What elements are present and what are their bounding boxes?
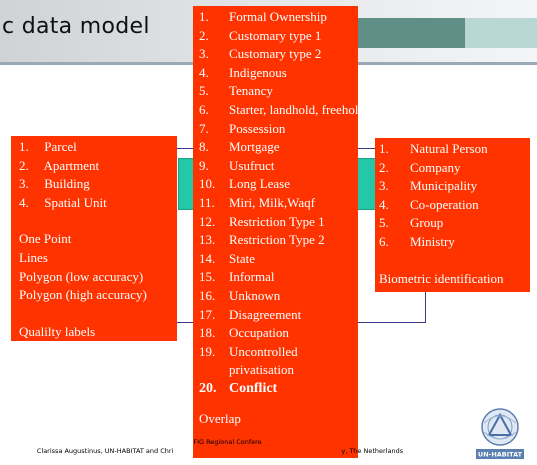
connector-left-bottom <box>176 322 196 323</box>
list-item: 2.Customary type 1 <box>199 27 322 43</box>
un-habitat-logo: UN-HABITAT <box>475 405 525 460</box>
geometry-item: Polygon (low accuracy) <box>19 268 144 284</box>
footer: FIG Regional Confere Clarissa Augustinus… <box>0 438 440 456</box>
list-item: 4. Spatial Unit <box>19 194 107 210</box>
list-item: 5.Tenancy <box>199 83 273 99</box>
list-item: 20.Conflict <box>199 380 278 396</box>
list-item: 17.Disagreement <box>199 306 302 322</box>
connector-right-top <box>358 148 376 149</box>
list-item: 3.Customary type 2 <box>199 46 322 62</box>
list-item: 6.Ministry <box>379 233 455 249</box>
list-item: 6.Starter, landhold, freehold <box>199 101 365 117</box>
list-item: 16.Unknown <box>199 287 281 303</box>
list-item: 9.Usufruct <box>199 157 275 173</box>
connector-right-bottom <box>358 322 426 323</box>
list-item: 18.Occupation <box>199 325 289 341</box>
connector-right-vertical <box>425 290 426 323</box>
list-item: 7.Possession <box>199 120 286 136</box>
list-item: 11.Miri, Milk,Waqf <box>199 194 315 210</box>
list-item: 13.Restriction Type 2 <box>199 232 325 248</box>
list-item: 4.Co-operation <box>379 196 479 212</box>
header-decoration-green <box>355 18 465 48</box>
quality-labels: Qualilty labels <box>19 323 96 339</box>
spatial-unit-panel: 1. Parcel 2. Apartment 3. Building 4. Sp… <box>11 136 177 341</box>
logo-text: UN-HABITAT <box>478 451 523 459</box>
list-item: 10.Long Lease <box>199 176 291 192</box>
person-panel: 1.Natural Person 2.Company 3.Municipalit… <box>375 138 530 292</box>
overlap-label: Overlap <box>199 411 241 427</box>
list-item: 15.Informal <box>199 269 275 285</box>
slide-title: c data model <box>2 14 150 39</box>
list-item: 4.Indigenous <box>199 64 287 80</box>
geometry-item: Lines <box>19 249 48 265</box>
footer-line-1: FIG Regional Confere <box>193 438 262 446</box>
un-habitat-emblem-icon: UN-HABITAT <box>476 408 524 459</box>
list-item: 2.Company <box>379 159 461 175</box>
biometric-identification: Biometric identification <box>379 270 504 286</box>
footer-line-2: Clarissa Augustinus, UN-HABITAT and Chri… <box>36 447 404 455</box>
list-item: 14.State <box>199 250 255 266</box>
geometry-item: Polygon (high accuracy) <box>19 287 147 303</box>
list-item: 1. Parcel <box>19 139 77 154</box>
list-item: 19.Uncontrolled privatisation <box>199 343 298 378</box>
rights-panel: 1.Formal Ownership 2.Customary type 1 3.… <box>193 6 365 458</box>
list-item: 1.Natural Person <box>379 141 488 156</box>
geometry-item: One Point <box>19 231 72 247</box>
list-item: 2. Apartment <box>19 157 100 173</box>
list-item: 8.Mortgage <box>199 139 280 155</box>
list-item: 12.Restriction Type 1 <box>199 213 325 229</box>
header-decoration-teal <box>465 18 537 48</box>
list-item: 3. Building <box>19 176 90 192</box>
list-item: 1.Formal Ownership <box>199 9 327 24</box>
list-item: 3.Municipality <box>379 178 478 194</box>
connector-left-top <box>176 148 196 149</box>
list-item: 5.Group <box>379 215 444 231</box>
